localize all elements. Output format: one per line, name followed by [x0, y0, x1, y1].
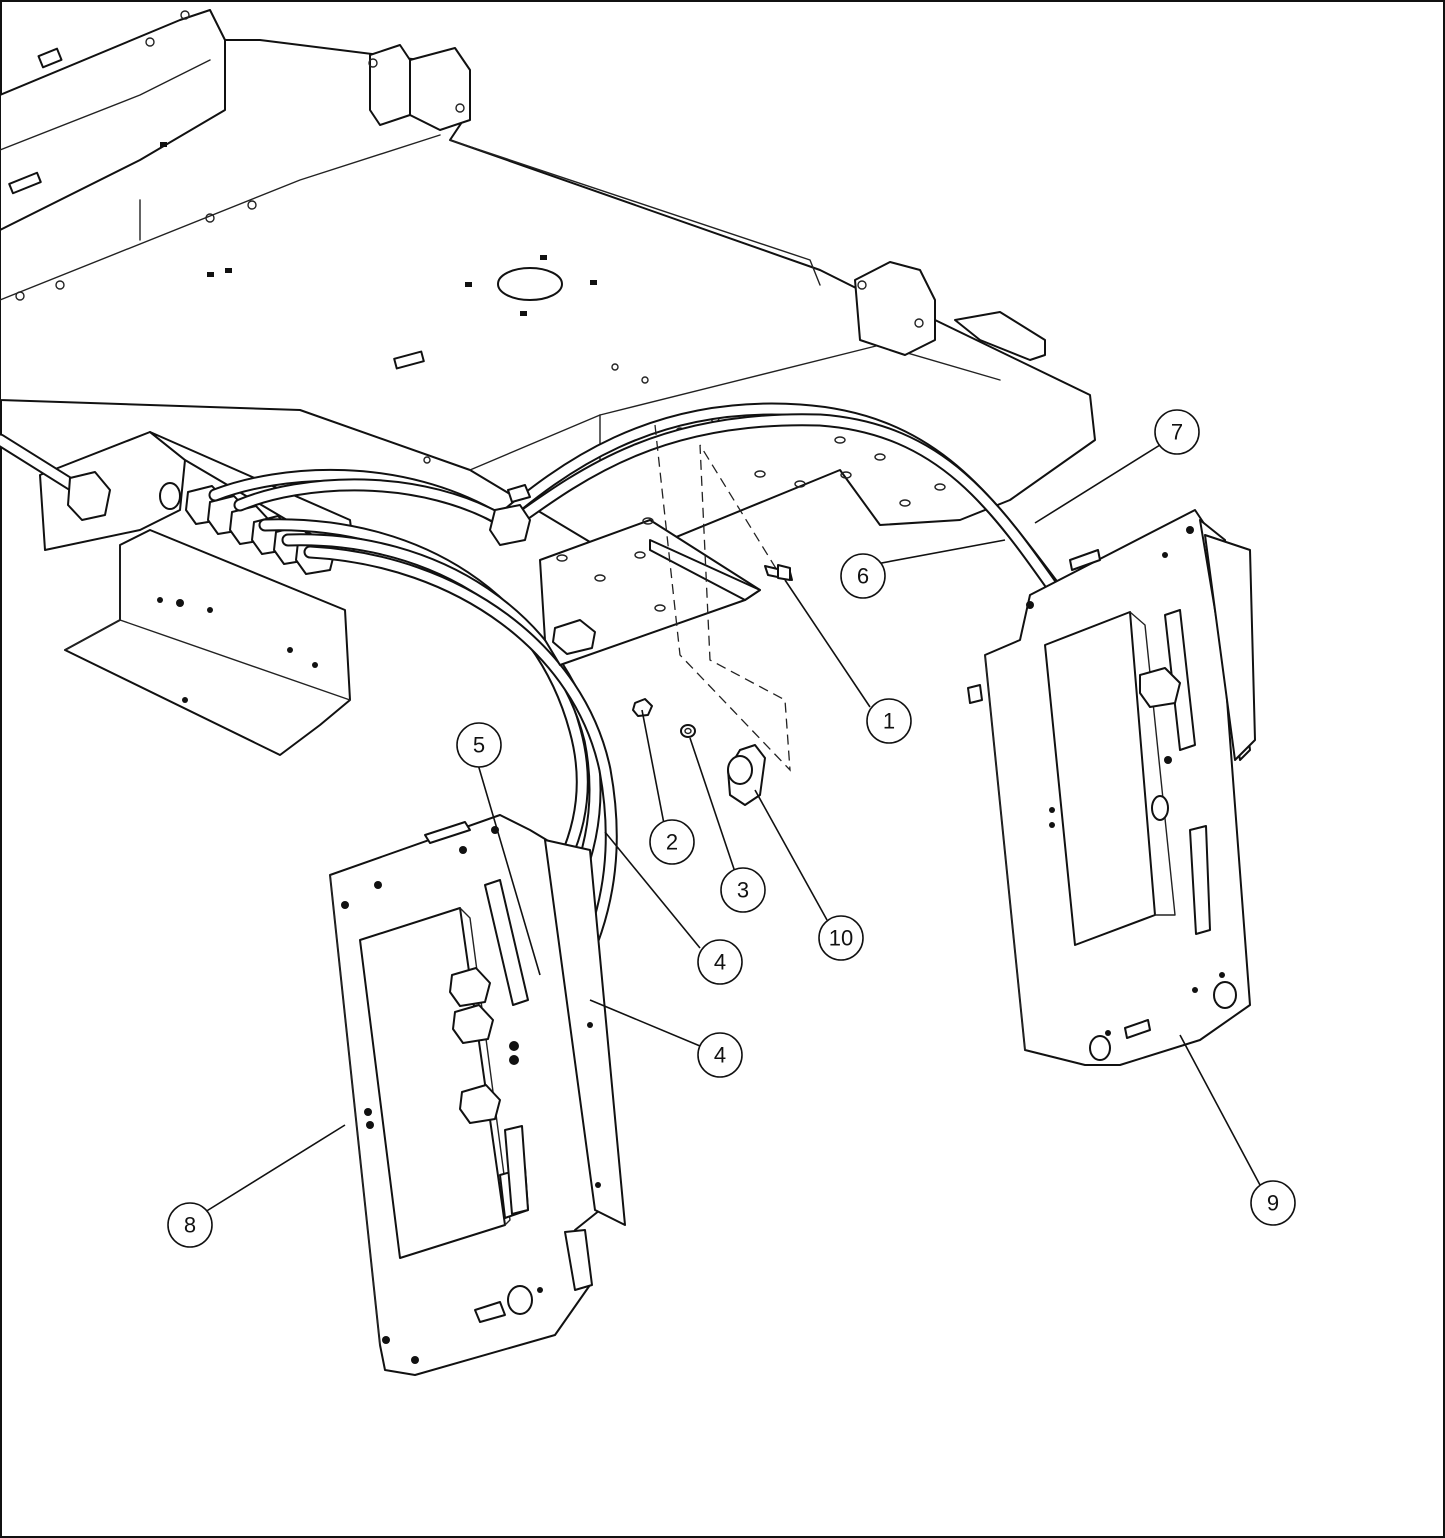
callout-label-1: 1 — [883, 709, 895, 734]
callout-2: 2 — [649, 819, 695, 865]
callout-4-lower: 4 — [697, 1032, 743, 1078]
callout-10: 10 — [818, 915, 864, 961]
right-box-assembly — [967, 509, 1256, 1066]
callout-1: 1 — [866, 698, 912, 744]
callout-5: 5 — [456, 722, 502, 768]
callout-3: 3 — [720, 867, 766, 913]
callout-label-7: 7 — [1171, 420, 1183, 445]
chassis-floor-pan — [0, 9, 1096, 561]
callout-label-8: 8 — [184, 1213, 196, 1238]
callout-label-2: 2 — [666, 830, 678, 855]
callout-label-4-upper: 4 — [714, 950, 726, 975]
callout-9: 9 — [1250, 1180, 1296, 1226]
callout-8: 8 — [167, 1202, 213, 1248]
callout-label-10: 10 — [829, 926, 853, 951]
callout-label-6: 6 — [857, 564, 869, 589]
leader-lines — [204, 444, 1261, 1213]
callout-7: 7 — [1154, 409, 1200, 455]
mounting-plate — [539, 424, 946, 772]
callout-4-upper: 4 — [697, 939, 743, 985]
callout-label-3: 3 — [737, 878, 749, 903]
callout-label-9: 9 — [1267, 1191, 1279, 1216]
callout-label-4-lower: 4 — [714, 1043, 726, 1068]
callout-6: 6 — [840, 553, 886, 599]
callout-label-5: 5 — [473, 733, 485, 758]
left-box-assembly — [329, 814, 626, 1376]
